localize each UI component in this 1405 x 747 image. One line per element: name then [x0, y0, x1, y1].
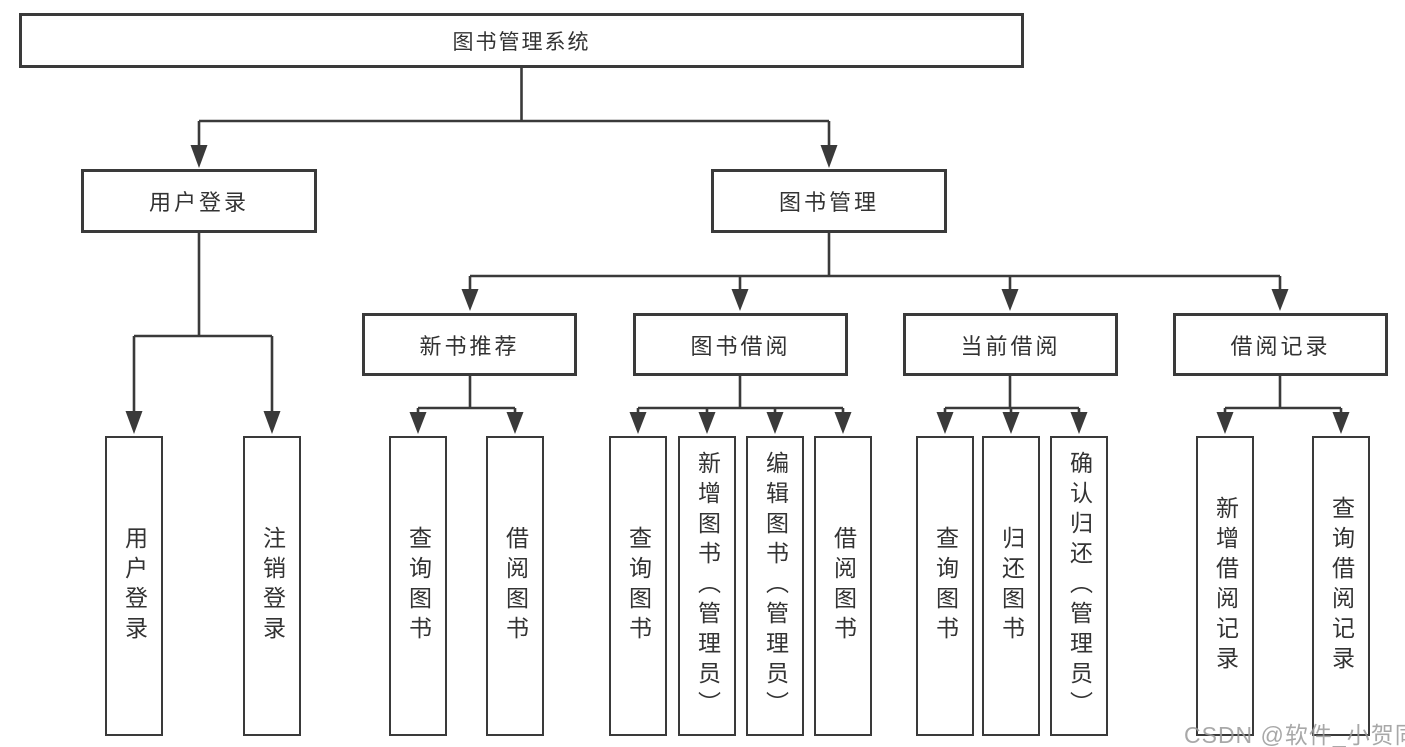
- leaf-label: 归还图书: [998, 526, 1025, 646]
- leaf-borrow-books-recommend: 借阅图书: [486, 436, 544, 736]
- node-label: 当前借阅: [960, 333, 1061, 359]
- leaf-label: 新增图书（管理员）: [694, 451, 721, 721]
- leaf-query-books-recommend: 查询图书: [389, 436, 447, 736]
- leaf-label: 借阅图书: [502, 526, 529, 646]
- node-user-login: 用户登录: [81, 169, 317, 233]
- leaf-logout: 注销登录: [243, 436, 301, 736]
- node-label: 图书管理: [778, 190, 879, 215]
- leaf-query-borrow-record: 查询借阅记录: [1312, 436, 1370, 736]
- node-label: 借阅记录: [1230, 333, 1331, 359]
- leaf-label: 借阅图书: [830, 526, 857, 646]
- node-borrow-records: 借阅记录: [1173, 313, 1388, 376]
- leaf-label: 查询图书: [625, 526, 652, 646]
- node-current-borrowing: 当前借阅: [903, 313, 1118, 376]
- leaf-user-login: 用户登录: [105, 436, 163, 736]
- leaf-edit-book-admin: 编辑图书（管理员）: [746, 436, 804, 736]
- node-label: 用户登录: [148, 190, 249, 215]
- leaf-return-books: 归还图书: [982, 436, 1040, 736]
- leaf-label: 新增借阅记录: [1212, 496, 1239, 676]
- leaf-borrow-books-borrowing: 借阅图书: [814, 436, 872, 736]
- node-book-management: 图书管理: [711, 169, 947, 233]
- leaf-label: 查询图书: [932, 526, 959, 646]
- leaf-add-borrow-record: 新增借阅记录: [1196, 436, 1254, 736]
- leaf-confirm-return-admin: 确认归还（管理员）: [1050, 436, 1108, 736]
- leaf-add-book-admin: 新增图书（管理员）: [678, 436, 736, 736]
- leaf-query-books-borrowing: 查询图书: [609, 436, 667, 736]
- leaf-label: 用户登录: [121, 526, 148, 646]
- node-book-borrowing: 图书借阅: [633, 313, 848, 376]
- leaf-label: 注销登录: [259, 526, 286, 646]
- leaf-label: 查询图书: [405, 526, 432, 646]
- node-label: 图书管理系统: [452, 30, 591, 54]
- leaf-query-books-current: 查询图书: [916, 436, 974, 736]
- leaf-label: 确认归还（管理员）: [1066, 451, 1093, 721]
- csdn-watermark: CSDN @软件_小贺同学: [1184, 722, 1405, 747]
- node-new-book-recommend: 新书推荐: [362, 313, 577, 376]
- node-label: 图书借阅: [690, 333, 791, 359]
- node-library-management-system: 图书管理系统: [19, 13, 1024, 68]
- leaf-label: 编辑图书（管理员）: [762, 451, 789, 721]
- node-label: 新书推荐: [419, 333, 520, 359]
- leaf-label: 查询借阅记录: [1328, 496, 1355, 676]
